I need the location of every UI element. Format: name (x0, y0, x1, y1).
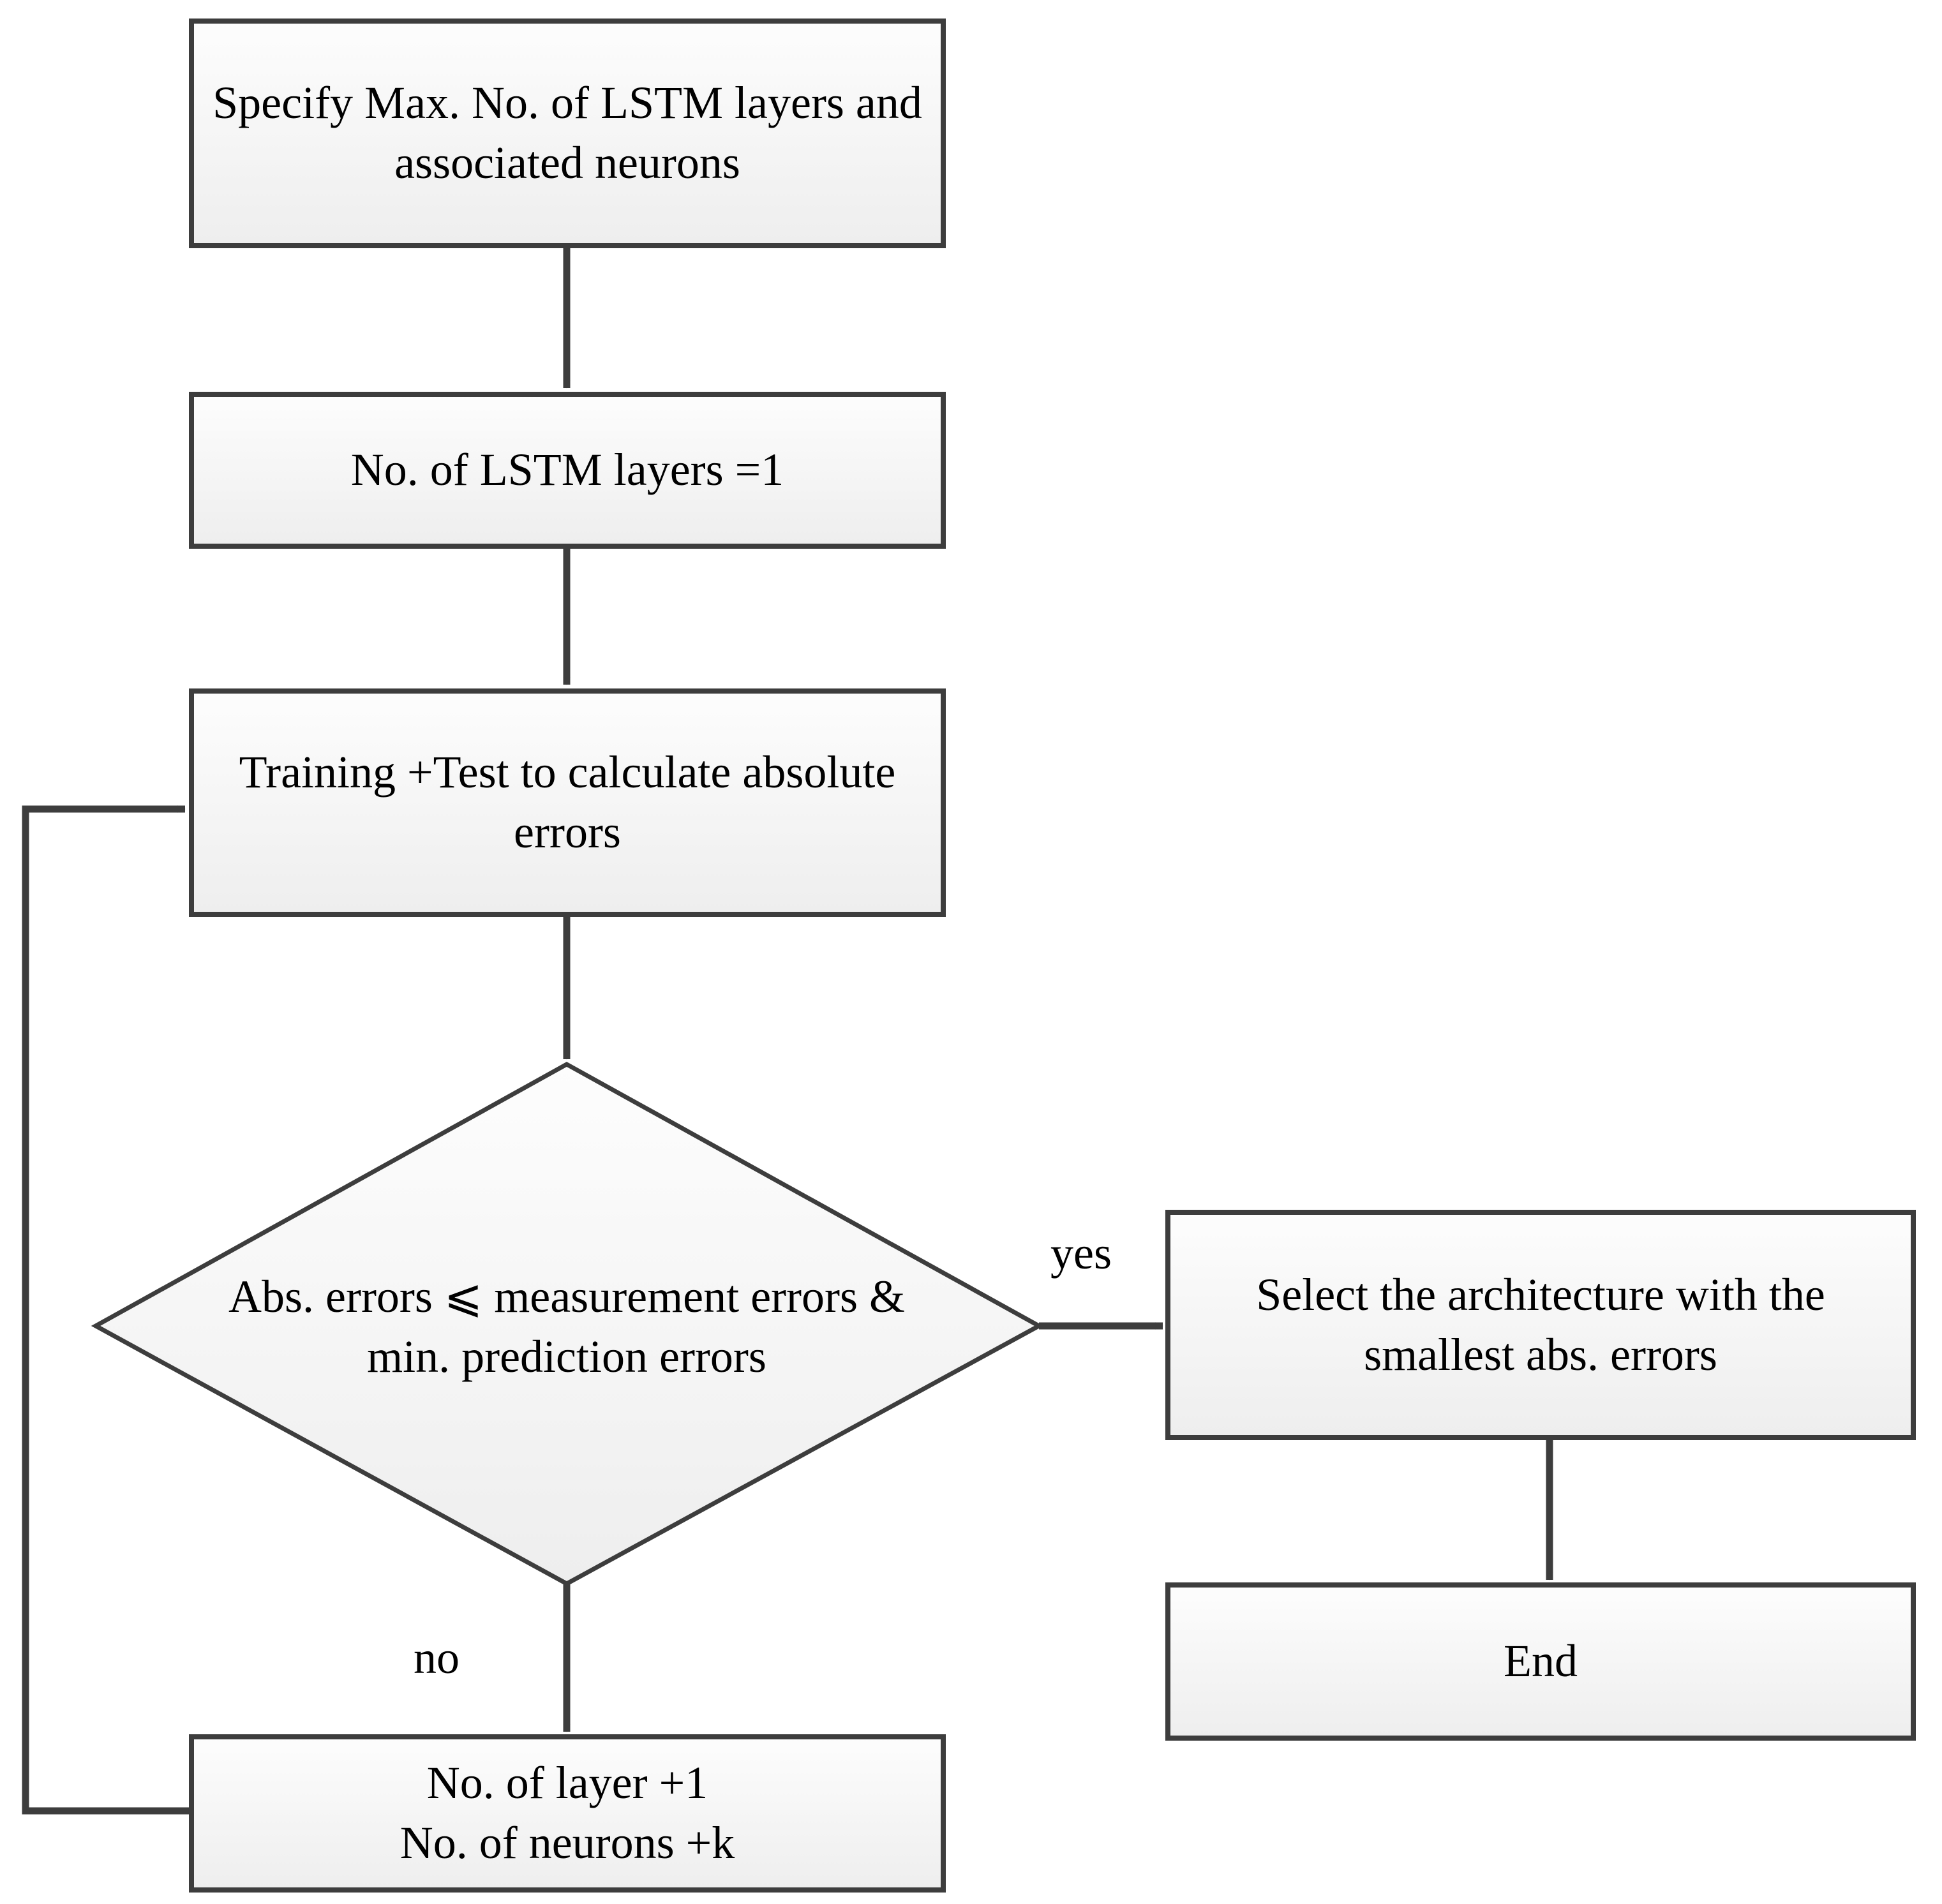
node-specify-max-shape[interactable] (189, 19, 946, 248)
edge-increment-to-train-loop (22, 805, 191, 1815)
node-increment-shape[interactable] (189, 1734, 946, 1893)
node-init-layers-shape[interactable] (189, 392, 946, 549)
node-decision-errors-shape[interactable] (91, 1061, 1044, 1586)
node-train-test-shape[interactable] (189, 688, 946, 917)
node-select-architecture-shape[interactable] (1165, 1210, 1916, 1440)
node-end-shape[interactable] (1165, 1582, 1916, 1741)
edge-label-yes: yes (1050, 1228, 1112, 1279)
edge-label-no: no (414, 1632, 459, 1683)
